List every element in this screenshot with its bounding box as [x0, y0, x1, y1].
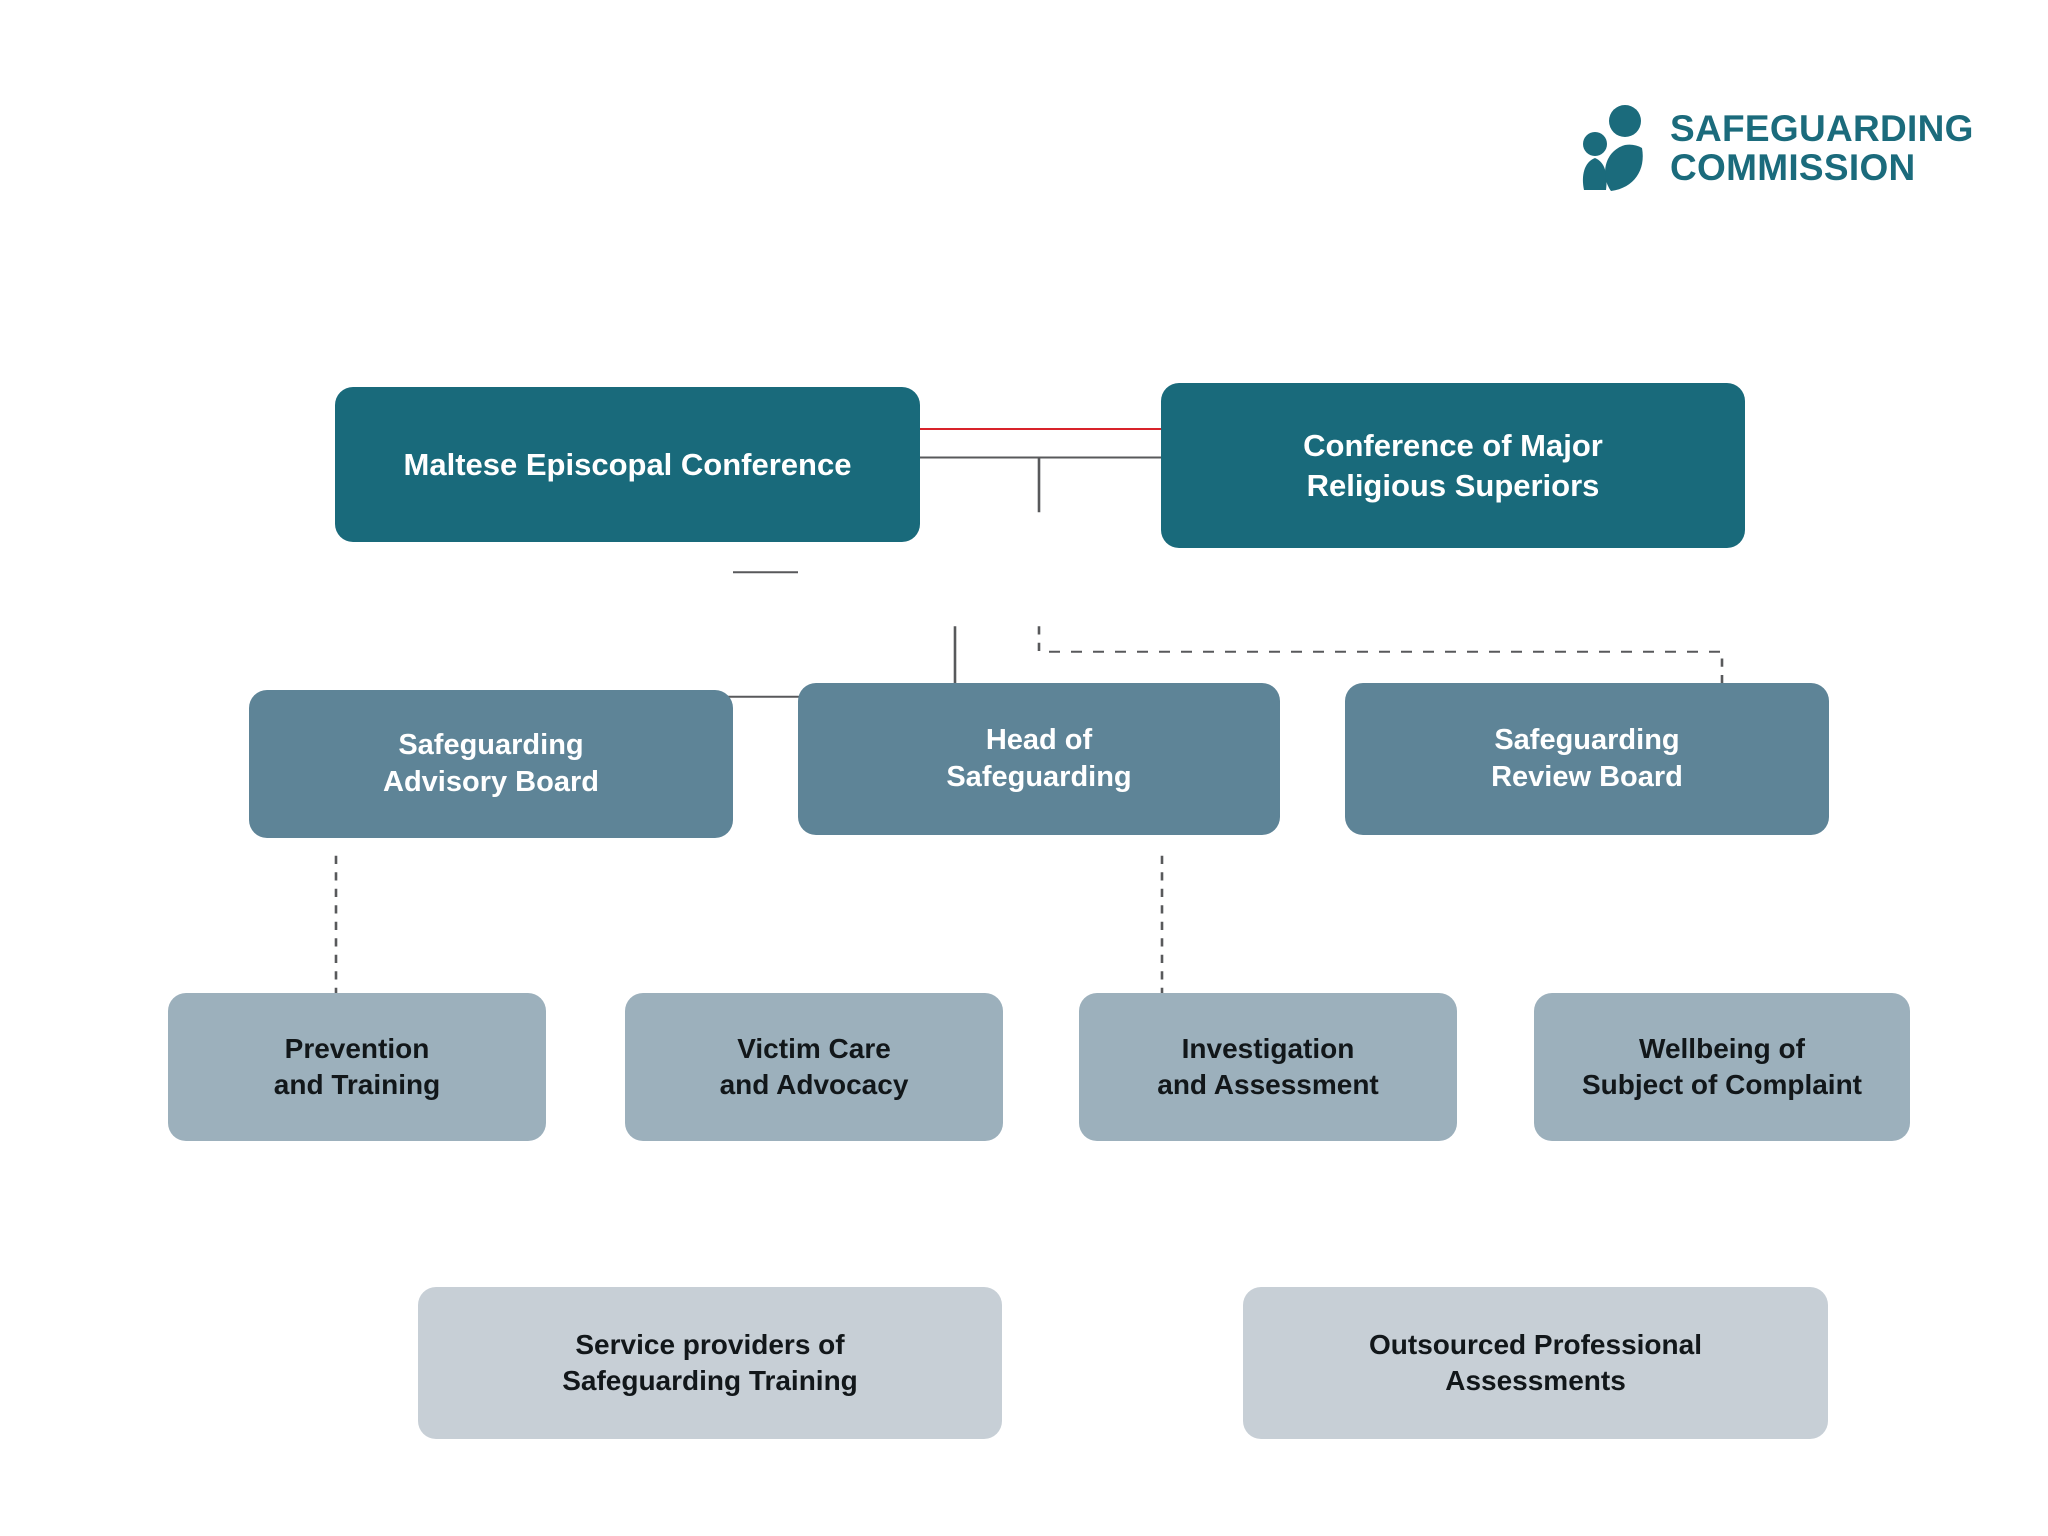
node-safeguarding-advisory-board[interactable]: Safeguarding Advisory Board — [249, 690, 733, 838]
safeguarding-commission-logo: SAFEGUARDING COMMISSION — [1578, 100, 1973, 196]
node-service-providers-of-safeguarding-training[interactable]: Service providers of Safeguarding Traini… — [418, 1287, 1002, 1439]
node-investigation-and-assessment[interactable]: Investigation and Assessment — [1079, 993, 1457, 1141]
node-safeguarding-review-board[interactable]: Safeguarding Review Board — [1345, 683, 1829, 835]
node-label: Service providers of Safeguarding Traini… — [562, 1329, 858, 1396]
node-label: Head of Safeguarding — [946, 723, 1132, 793]
logo-wordmark-line1: SAFEGUARDING — [1670, 107, 1974, 149]
node-label: Victim Care and Advocacy — [719, 1033, 909, 1100]
node-label: Safeguarding Advisory Board — [383, 728, 599, 798]
logo-wordmark: SAFEGUARDING COMMISSION — [1670, 107, 1974, 188]
node-prevention-and-training[interactable]: Prevention and Training — [168, 993, 546, 1141]
node-label: Outsourced Professional Assessments — [1369, 1329, 1702, 1396]
node-maltese-episcopal-conference[interactable]: Maltese Episcopal Conference — [335, 387, 920, 542]
node-label: Wellbeing of Subject of Complaint — [1582, 1033, 1862, 1100]
logo-wordmark-line2: COMMISSION — [1670, 147, 1916, 188]
node-label: Maltese Episcopal Conference — [403, 446, 852, 482]
family-leaf-icon — [1582, 105, 1643, 191]
node-victim-care-and-advocacy[interactable]: Victim Care and Advocacy — [625, 993, 1003, 1141]
node-label: Investigation and Assessment — [1157, 1033, 1379, 1100]
node-label: Prevention and Training — [273, 1033, 441, 1100]
node-head-of-safeguarding[interactable]: Head of Safeguarding — [798, 683, 1280, 835]
node-label: Conference of Major Religious Superiors — [1303, 427, 1603, 503]
node-outsourced-professional-assessments[interactable]: Outsourced Professional Assessments — [1243, 1287, 1828, 1439]
node-label: Safeguarding Review Board — [1491, 723, 1683, 793]
node-conference-of-major-religious-superiors[interactable]: Conference of Major Religious Superiors — [1161, 383, 1745, 548]
node-wellbeing-of-subject-of-complaint[interactable]: Wellbeing of Subject of Complaint — [1534, 993, 1910, 1141]
